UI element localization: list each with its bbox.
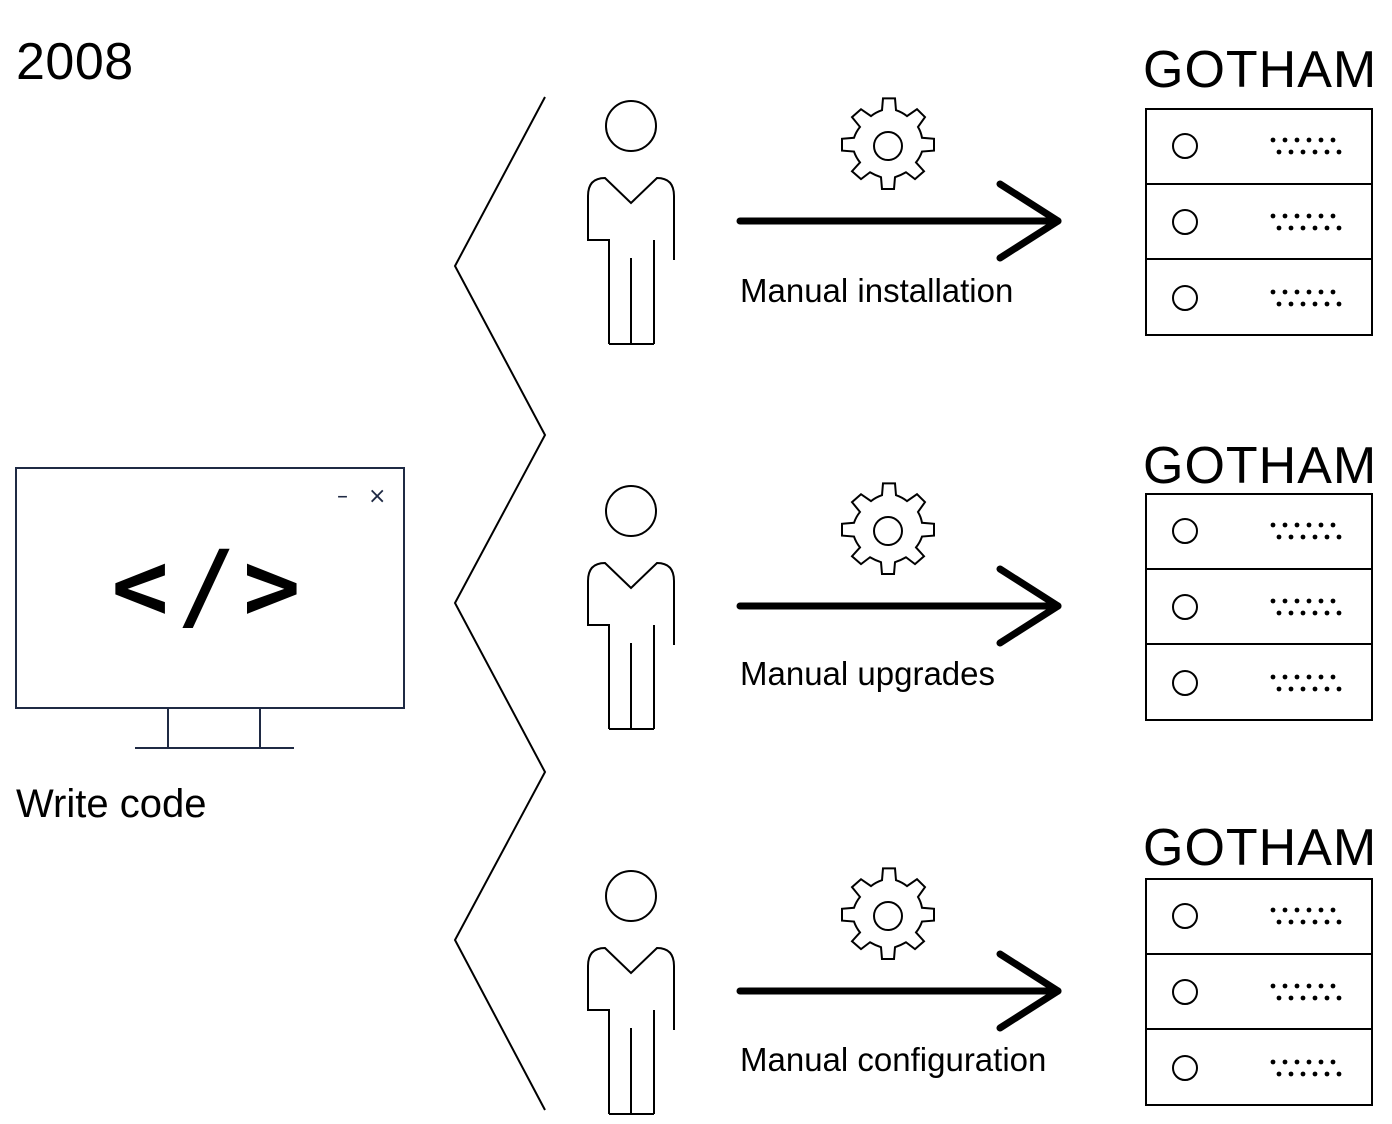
server-rack-icon	[1145, 108, 1373, 336]
person-icon	[587, 870, 675, 1115]
person-icon	[587, 100, 675, 345]
server-rack-icon	[1145, 493, 1373, 721]
fan-out-connector	[453, 96, 547, 1111]
server-led-dots	[1270, 907, 1342, 1077]
deployment-row	[587, 97, 1373, 345]
gear-icon	[841, 482, 935, 575]
monitor-icon	[15, 467, 405, 749]
server-led-dots	[1270, 522, 1342, 692]
year-label: 2008	[16, 33, 134, 91]
gear-icon	[841, 867, 935, 960]
write-code-label: Write code	[16, 782, 207, 826]
arrow-right-icon	[736, 565, 1062, 647]
step-label-upgrades: Manual upgrades	[740, 655, 996, 692]
server-led-dots	[1270, 137, 1342, 307]
arrow-right-icon	[736, 950, 1062, 1032]
code-symbol: </>	[111, 530, 309, 642]
step-label-configuration: Manual configuration	[740, 1041, 1047, 1078]
gotham-label: GOTHAM	[1143, 437, 1378, 495]
minimize-icon: –	[337, 484, 348, 509]
gotham-label: GOTHAM	[1143, 41, 1378, 99]
gotham-label: GOTHAM	[1143, 819, 1378, 877]
gear-icon	[841, 97, 935, 190]
person-icon	[587, 485, 675, 730]
deployment-row	[587, 867, 1373, 1115]
arrow-right-icon	[736, 180, 1062, 262]
step-label-installation: Manual installation	[740, 272, 1014, 309]
server-rack-icon	[1145, 878, 1373, 1106]
deployment-row	[587, 482, 1373, 730]
close-icon: ×	[368, 484, 387, 509]
